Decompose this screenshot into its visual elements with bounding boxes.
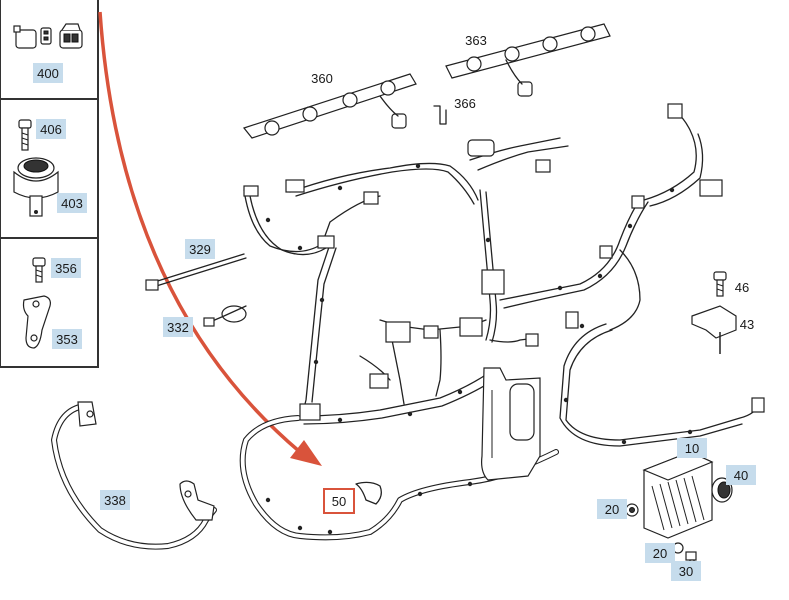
- strap-332: [203, 305, 247, 327]
- callout-400-label: 400: [37, 66, 59, 81]
- label-43: 43: [740, 317, 754, 332]
- callout-332-label: 332: [167, 320, 189, 335]
- bracket-43: [691, 305, 737, 354]
- bracket-plate-icon: [22, 295, 51, 349]
- injector-rail-363: [445, 23, 611, 97]
- nut-20a: [625, 503, 639, 517]
- fluid-reservoir: [481, 367, 541, 481]
- callout-20-left-label: 20: [605, 502, 619, 517]
- harness-clip-dots: [265, 163, 693, 535]
- red-pointer-arrow: [98, 11, 322, 466]
- callout-10[interactable]: 10: [677, 438, 707, 458]
- callout-353[interactable]: 353: [52, 329, 82, 349]
- callout-40-label: 40: [734, 468, 748, 483]
- callout-10-label: 10: [685, 441, 699, 456]
- callout-20-left[interactable]: 20: [597, 499, 627, 519]
- cable-tie-329: [145, 253, 247, 291]
- bolt-icon: [18, 119, 32, 151]
- label-360: 360: [311, 71, 333, 86]
- callout-329[interactable]: 329: [185, 239, 215, 259]
- clip-366: [433, 105, 447, 125]
- small-bolt-icon: [32, 257, 46, 283]
- callout-50[interactable]: 50: [323, 488, 355, 514]
- harness-loop-338: [51, 401, 217, 550]
- callout-403[interactable]: 403: [57, 193, 87, 213]
- callout-338-label: 338: [104, 493, 126, 508]
- callout-406[interactable]: 406: [36, 119, 66, 139]
- callout-30-label: 30: [679, 564, 693, 579]
- callout-20-bottom[interactable]: 20: [645, 543, 675, 563]
- injector-rail-360: [242, 73, 417, 139]
- horn-icon: [13, 157, 59, 217]
- bolt-46: [713, 271, 727, 297]
- callout-332[interactable]: 332: [163, 317, 193, 337]
- label-366: 366: [454, 96, 476, 111]
- callout-50-label: 50: [332, 494, 346, 509]
- callout-338[interactable]: 338: [100, 490, 130, 510]
- callout-20-bottom-label: 20: [653, 546, 667, 561]
- label-46: 46: [735, 280, 749, 295]
- harness-connectors: [243, 103, 765, 421]
- connector-pair-icon: [13, 23, 83, 49]
- callout-356[interactable]: 356: [51, 258, 81, 278]
- side-panel: 400 406 403: [0, 0, 99, 368]
- control-unit-10: [642, 451, 714, 539]
- callout-356-label: 356: [55, 261, 77, 276]
- callout-403-label: 403: [61, 196, 83, 211]
- callout-40[interactable]: 40: [726, 465, 756, 485]
- callout-406-label: 406: [40, 122, 62, 137]
- callout-329-label: 329: [189, 242, 211, 257]
- label-363: 363: [465, 33, 487, 48]
- callout-30[interactable]: 30: [671, 561, 701, 581]
- callout-353-label: 353: [56, 332, 78, 347]
- callout-400[interactable]: 400: [33, 63, 63, 83]
